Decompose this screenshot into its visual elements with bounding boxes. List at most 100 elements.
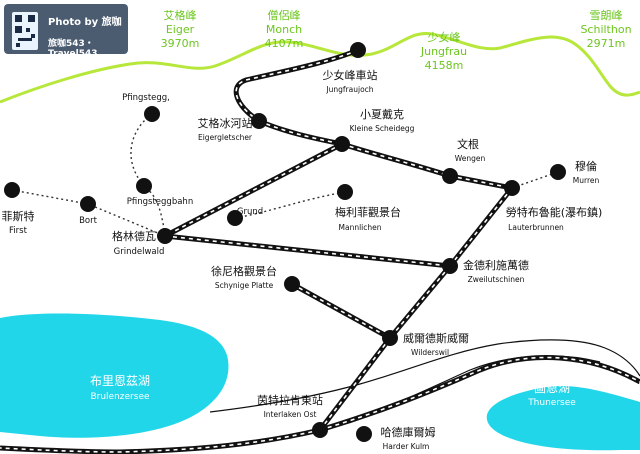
svg-text:Harder Kulm: Harder Kulm [383, 442, 430, 451]
station-label-bort: Bort [79, 216, 98, 226]
peak-jungfrau: 少女峰 Jungfrau 4158m [420, 30, 467, 72]
dot-grindelwald [157, 228, 173, 244]
rail-lauterbrunnen-zweilutschinen [448, 186, 514, 268]
peak-monch: 僧侶峰 Monch 4107m [265, 8, 304, 50]
station-label-first: 菲斯特 First [2, 209, 35, 236]
svg-text:雪朗峰: 雪朗峰 [590, 9, 623, 22]
svg-text:徐尼格觀景台: 徐尼格觀景台 [211, 264, 277, 278]
svg-text:Eigergletscher: Eigergletscher [198, 133, 253, 142]
rail-zweilutschinen-wilderswil [388, 264, 452, 340]
station-label-grindelwald: 格林德瓦 Grindelwald [112, 229, 164, 257]
svg-text:Monch: Monch [266, 23, 302, 36]
svg-text:4158m: 4158m [425, 59, 464, 72]
svg-text:格林德瓦: 格林德瓦 [112, 229, 156, 243]
dot-wengen [442, 168, 458, 184]
svg-text:布里恩茲湖: 布里恩茲湖 [90, 373, 150, 388]
dot-zweilutschinen [442, 258, 458, 274]
dot-mannlichen [337, 184, 353, 200]
rail-kleine-scheidegg-grindelwald [163, 141, 344, 239]
river-aare [209, 339, 640, 413]
svg-text:勞特布魯能(瀑布鎮): 勞特布魯能(瀑布鎮) [506, 205, 603, 219]
watermark-credit: Photo by 旅咖 [48, 17, 122, 28]
dot-murren [550, 164, 566, 180]
dot-bort [80, 196, 96, 212]
svg-text:Thunersee: Thunersee [527, 398, 576, 408]
rail-jungfraujoch-eigergletscher [233, 47, 359, 124]
svg-text:Mannlichen: Mannlichen [339, 223, 382, 232]
dot-first [4, 182, 20, 198]
svg-text:穆倫: 穆倫 [575, 159, 597, 173]
svg-text:茵特拉肯東站: 茵特拉肯東站 [257, 393, 323, 407]
svg-text:僧侶峰: 僧侶峰 [268, 8, 301, 22]
dot-grund [227, 210, 243, 226]
dot-schynige-platte [284, 276, 300, 292]
rail-wengen-lauterbrunnen [449, 173, 513, 191]
rail-eigergletscher-kleine-scheidegg [258, 118, 343, 147]
svg-text:2971m: 2971m [587, 37, 626, 50]
svg-text:First: First [9, 226, 28, 236]
cable-grund-mannlichen [234, 191, 346, 219]
svg-text:Wilderswil: Wilderswil [411, 348, 449, 357]
station-label-wilderswil: 威爾德斯威爾 Wilderswil [403, 331, 469, 357]
station-label-kleine-scheidegg: 小夏戴克 Kleine Scheidegg [350, 107, 415, 133]
svg-text:艾格冰河站: 艾格冰河站 [198, 116, 253, 130]
rail-lines [0, 47, 640, 454]
svg-text:圖恩湖: 圖恩湖 [534, 380, 570, 395]
svg-text:3970m: 3970m [161, 37, 200, 50]
station-label-mannlichen: 梅利菲觀景台 Mannlichen [335, 205, 401, 232]
rail-schynige-platte-wilderswil [290, 281, 392, 341]
station-label-zweilutschinen: 金德利施萬德 Zweilutschinen [463, 258, 529, 284]
rail-interlaken-ost-brienz [0, 427, 321, 454]
svg-text:Pfingstegg,: Pfingstegg, [122, 93, 170, 103]
station-label-schynige-platte: 徐尼格觀景台 Schynige Platte [211, 264, 277, 290]
lake-thun [486, 385, 640, 451]
rail-grindelwald-zweilutschinen [164, 233, 451, 269]
watermark-site: 旅咖543・Travel543 [48, 39, 98, 59]
dot-pfingsteggbahn [136, 178, 152, 194]
svg-text:威爾德斯威爾: 威爾德斯威爾 [403, 331, 469, 345]
rail-kleine-scheidegg-wengen [341, 141, 451, 179]
rail-wilderswil-interlaken-ost [318, 336, 392, 432]
svg-text:Interlaken Ost: Interlaken Ost [264, 410, 317, 419]
station-label-jungfraujoch: 少女峰車站 Jungfraujoch [323, 68, 378, 94]
svg-text:Schynige Platte: Schynige Platte [215, 281, 274, 290]
cable-first-grindelwald [11, 189, 166, 237]
watermark: Photo by 旅咖 旅咖543・Travel543 [4, 4, 128, 59]
station-label-murren: 穆倫 Murren [573, 159, 600, 185]
dot-wilderswil [382, 330, 398, 346]
dot-eigergletscher [251, 113, 267, 129]
station-label-pfingsteggbahn: Pfingsteggbahn [127, 197, 193, 207]
peak-eiger: 艾格峰 Eiger 3970m [161, 8, 200, 50]
qr-code-icon [12, 12, 38, 50]
svg-text:Zweilutschinen: Zweilutschinen [468, 275, 525, 284]
svg-text:小夏戴克: 小夏戴克 [360, 107, 404, 121]
svg-text:Brulenzersee: Brulenzersee [90, 392, 150, 402]
svg-text:金德利施萬德: 金德利施萬德 [463, 258, 529, 272]
svg-text:Jungfrau: Jungfrau [420, 45, 467, 58]
station-label-grund: Grund [237, 207, 263, 217]
svg-text:Pfingsteggbahn: Pfingsteggbahn [127, 197, 193, 207]
dot-kleine-scheidegg [334, 136, 350, 152]
svg-text:Schilthon: Schilthon [580, 23, 631, 36]
svg-text:哈德庫爾姆: 哈德庫爾姆 [381, 425, 436, 439]
svg-text:菲斯特: 菲斯特 [2, 209, 35, 223]
svg-text:Lauterbrunnen: Lauterbrunnen [508, 223, 564, 232]
station-label-eigergletscher: 艾格冰河站 Eigergletscher [198, 116, 253, 142]
svg-text:Wengen: Wengen [455, 154, 486, 163]
svg-text:Jungfraujoch: Jungfraujoch [325, 85, 373, 94]
dot-lauterbrunnen [504, 180, 520, 196]
svg-text:4107m: 4107m [265, 37, 304, 50]
lake-label-thun: 圖恩湖 Thunersee [527, 380, 576, 408]
svg-text:文根: 文根 [457, 137, 479, 151]
svg-text:Kleine Scheidegg: Kleine Scheidegg [350, 124, 415, 133]
station-dots [4, 42, 566, 442]
svg-text:艾格峰: 艾格峰 [164, 8, 197, 22]
svg-text:Eiger: Eiger [166, 23, 195, 36]
station-label-wengen: 文根 Wengen [455, 137, 486, 163]
dot-pfingstegg [144, 106, 160, 122]
svg-text:Grund: Grund [237, 207, 263, 217]
svg-text:少女峰車站: 少女峰車站 [323, 68, 378, 82]
cable-lauterbrunnen-murren [511, 171, 559, 189]
rail-interlaken-ost-thun [319, 355, 640, 433]
